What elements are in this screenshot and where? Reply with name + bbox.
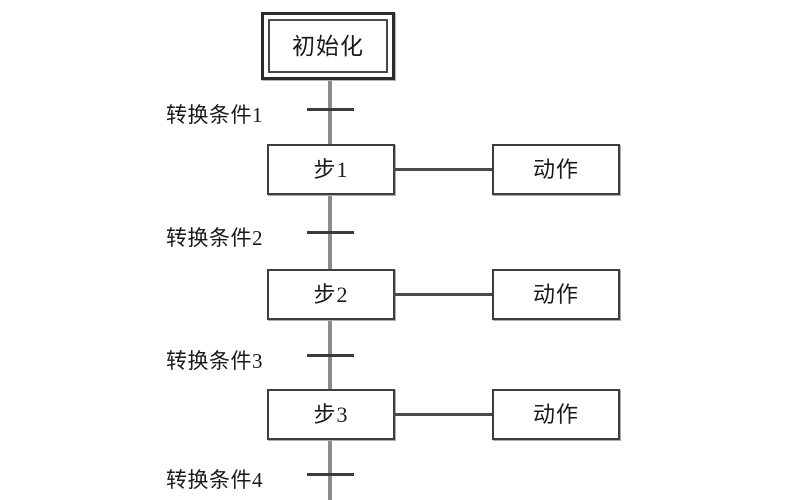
- action-box-1-label: 动作: [532, 156, 579, 182]
- transition-tick-2: [307, 231, 354, 234]
- action-box-1[interactable]: 动作: [492, 144, 620, 195]
- step-box-3[interactable]: 步3: [267, 389, 395, 440]
- transition-tick-4: [307, 473, 354, 476]
- action-connector-2: [394, 293, 493, 296]
- initial-step-inner-frame: 初始化: [268, 19, 388, 73]
- action-connector-1: [394, 168, 493, 171]
- transition-label-4-text: 转换条件4: [166, 468, 263, 492]
- step-box-2[interactable]: 步2: [267, 269, 395, 320]
- transition-tick-3: [307, 354, 354, 357]
- transition-label-2-text: 转换条件2: [166, 226, 263, 250]
- transition-label-4: 转换条件4: [166, 464, 263, 494]
- step-box-1[interactable]: 步1: [267, 144, 395, 195]
- action-box-3[interactable]: 动作: [492, 389, 620, 440]
- transition-label-1: 转换条件1: [166, 99, 263, 129]
- action-box-2-label: 动作: [532, 281, 579, 307]
- transition-label-1-text: 转换条件1: [166, 103, 263, 127]
- trunk-line-init-to-step1: [328, 80, 332, 145]
- initial-step-box[interactable]: 初始化: [261, 12, 395, 80]
- action-box-3-label: 动作: [532, 401, 579, 427]
- initial-step-label: 初始化: [292, 33, 364, 59]
- step-box-3-label: 步3: [313, 401, 349, 427]
- transition-tick-1: [307, 108, 354, 111]
- transition-label-3: 转换条件3: [166, 345, 263, 375]
- trunk-line-step3-to-end: [328, 439, 332, 500]
- transition-label-3-text: 转换条件3: [166, 349, 263, 373]
- step-box-1-label: 步1: [313, 156, 349, 182]
- action-box-2[interactable]: 动作: [492, 269, 620, 320]
- action-connector-3: [394, 413, 493, 416]
- transition-label-2: 转换条件2: [166, 222, 263, 252]
- step-box-2-label: 步2: [313, 281, 349, 307]
